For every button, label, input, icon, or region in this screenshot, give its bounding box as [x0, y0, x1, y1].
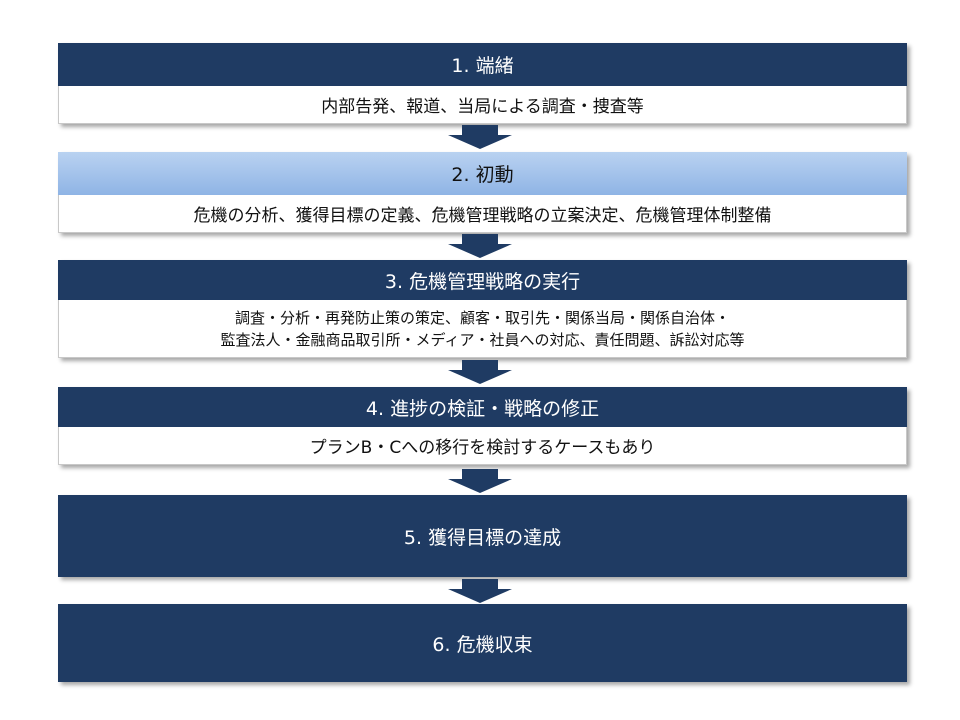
down-arrow-icon [448, 579, 512, 603]
step-3-header: 3. 危機管理戦略の実行 [58, 260, 907, 300]
step-1-body: 内部告発、報道、当局による調査・捜査等 [58, 86, 907, 124]
step-4-body: プランB・Cへの移行を検討するケースもあり [58, 427, 907, 465]
step-5: 5. 獲得目標の達成 [58, 495, 907, 577]
step-1-line-1: 内部告発、報道、当局による調査・捜査等 [321, 97, 644, 117]
step-4-title: 4. 進捗の検証・戦略の修正 [365, 397, 600, 420]
step-1: 1. 端緒 内部告発、報道、当局による調査・捜査等 [58, 43, 907, 124]
step-2-line-1: 危機の分析、獲得目標の定義、危機管理戦略の立案決定、危機管理体制整備 [193, 206, 772, 226]
step-4-line-1: プランB・Cへの移行を検討するケースもあり [309, 438, 656, 458]
step-3: 3. 危機管理戦略の実行 調査・分析・再発防止策の策定、顧客・取引先・関係当局・… [58, 260, 907, 358]
step-2: 2. 初動 危機の分析、獲得目標の定義、危機管理戦略の立案決定、危機管理体制整備 [58, 152, 907, 233]
down-arrow-icon [448, 125, 512, 149]
step-5-title: 5. 獲得目標の達成 [403, 526, 562, 549]
step-1-header: 1. 端緒 [58, 43, 907, 86]
step-2-body: 危機の分析、獲得目標の定義、危機管理戦略の立案決定、危機管理体制整備 [58, 195, 907, 233]
down-arrow-icon [448, 360, 512, 384]
step-1-title: 1. 端緒 [451, 55, 514, 77]
step-6: 6. 危機収束 [58, 604, 907, 682]
down-arrow-icon [448, 234, 512, 258]
step-3-line-2: 監査法人・金融商品取引所・メディア・社員への対応、責任問題、訴訟対応等 [220, 330, 745, 349]
step-4: 4. 進捗の検証・戦略の修正 プランB・Cへの移行を検討するケースもあり [58, 387, 907, 465]
step-3-body: 調査・分析・再発防止策の策定、顧客・取引先・関係当局・関係自治体・ 監査法人・金… [58, 300, 907, 358]
step-3-line-1: 調査・分析・再発防止策の策定、顧客・取引先・関係当局・関係自治体・ [234, 308, 730, 327]
step-3-title: 3. 危機管理戦略の実行 [384, 270, 581, 293]
step-4-header: 4. 進捗の検証・戦略の修正 [58, 387, 907, 427]
step-6-title: 6. 危機収束 [432, 633, 533, 656]
step-2-title: 2. 初動 [451, 164, 514, 186]
step-2-header: 2. 初動 [58, 152, 907, 195]
down-arrow-icon [448, 469, 512, 493]
